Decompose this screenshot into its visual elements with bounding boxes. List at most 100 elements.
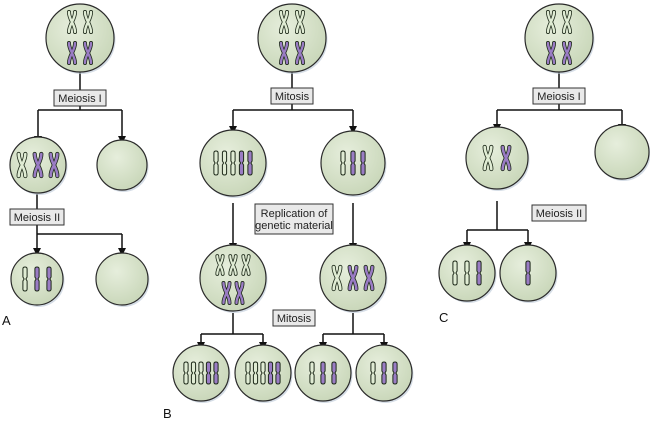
chromatid [247, 150, 253, 176]
cell-B-left-rep [199, 244, 268, 313]
cell-B-right-rep [319, 244, 388, 313]
x-chromosome [331, 264, 343, 292]
chromatid [238, 150, 245, 176]
cell-B-d2 [234, 344, 293, 403]
cells [9, 3, 650, 403]
chromatid [350, 150, 356, 176]
x-chromosome [562, 41, 572, 65]
label-meiosis-ii-a: Meiosis II [9, 208, 65, 226]
chromatid [360, 150, 366, 176]
cell-C-m2-left [438, 244, 497, 303]
cell-membrane [95, 252, 149, 306]
chromatid [476, 260, 482, 286]
label-meiosis-ii-a-text: Meiosis II [14, 212, 60, 224]
cell-membrane [257, 3, 327, 73]
chromatid [245, 361, 251, 385]
x-chromosome [241, 254, 251, 276]
cell-A-m2-left [10, 252, 65, 307]
label-mitosis-b2: Mitosis [272, 309, 316, 327]
label-mitosis-b1: Mitosis [270, 87, 314, 105]
x-chromosome [482, 144, 494, 172]
cell-B-right [320, 130, 387, 197]
x-chromosome [363, 264, 375, 292]
label-mitosis-b1-text: Mitosis [275, 91, 310, 103]
x-chromosome [500, 144, 512, 172]
cell-A-m1-left [9, 136, 68, 195]
chromatid [198, 361, 204, 385]
chromatid [464, 260, 470, 286]
label-meiosis-ii-c: Meiosis II [531, 204, 587, 222]
chromatid [34, 266, 40, 292]
cell-A-parent [45, 3, 116, 74]
x-chromosome [546, 10, 556, 34]
x-chromosome [48, 151, 60, 179]
x-chromosome [546, 41, 556, 65]
cell-membrane [96, 139, 148, 191]
label-meiosis-i-a: Meiosis I [53, 89, 107, 107]
cell-membrane [45, 3, 115, 73]
label-meiosis-i-c: Meiosis I [532, 87, 586, 105]
chromatid [320, 361, 326, 385]
label-mitosis-b2-text: Mitosis [277, 313, 312, 325]
cell-B-left [199, 129, 268, 198]
x-chromosome [279, 10, 289, 34]
cell-B-parent [257, 3, 328, 74]
chromatid [340, 150, 346, 176]
cell-membrane [594, 124, 650, 180]
chromatid [213, 150, 219, 176]
chromatid [221, 150, 228, 176]
x-chromosome [67, 41, 77, 65]
cell-B-d1 [172, 344, 231, 403]
x-chromosome [83, 41, 93, 65]
label-replication-text: Replication of [261, 208, 329, 220]
cell-B-d3 [294, 344, 353, 403]
cell-C-m1-left [465, 126, 530, 191]
x-chromosome [83, 10, 93, 34]
x-chromosome [32, 151, 44, 179]
x-chromosome [295, 41, 305, 65]
label-meiosis-ii-c-text: Meiosis II [536, 208, 582, 220]
cell-C-m2-right [499, 244, 558, 303]
cell-C-m1-right [594, 124, 650, 181]
panel-letter-a: A [2, 313, 11, 328]
x-chromosome [295, 10, 305, 34]
chromatid [267, 361, 274, 385]
chromatid [392, 361, 398, 385]
chromatid [190, 361, 197, 385]
x-chromosome [67, 10, 77, 34]
label-replication-text: genetic material [255, 220, 333, 232]
x-chromosome [228, 254, 238, 276]
x-chromosome [234, 281, 245, 305]
x-chromosome [279, 41, 289, 65]
cell-C-parent [524, 3, 595, 74]
chromatid [309, 361, 315, 385]
cell-A-m2-right [95, 252, 150, 307]
cell-B-d4 [355, 344, 414, 403]
x-chromosome [16, 151, 28, 179]
chromatid [183, 361, 189, 385]
chromatid [452, 260, 458, 286]
chromatid [213, 361, 219, 385]
chromatid [252, 361, 259, 385]
chromatid [381, 361, 387, 385]
cell-membrane [465, 126, 529, 190]
chromatid [230, 150, 236, 176]
chromatid [260, 361, 266, 385]
panel-letter-b: B [163, 406, 172, 421]
x-chromosome [221, 281, 232, 305]
x-chromosome [562, 10, 572, 34]
chromatid [205, 361, 212, 385]
cell-membrane [199, 244, 267, 312]
x-chromosome [215, 254, 225, 276]
chromatid [525, 260, 531, 286]
chromatid [370, 361, 376, 385]
label-meiosis-i-c-text: Meiosis I [537, 91, 580, 103]
cell-A-m1-right [96, 139, 149, 192]
chromatid [46, 266, 52, 292]
cell-membrane [524, 3, 594, 73]
chromatid [22, 266, 28, 292]
x-chromosome [347, 264, 359, 292]
